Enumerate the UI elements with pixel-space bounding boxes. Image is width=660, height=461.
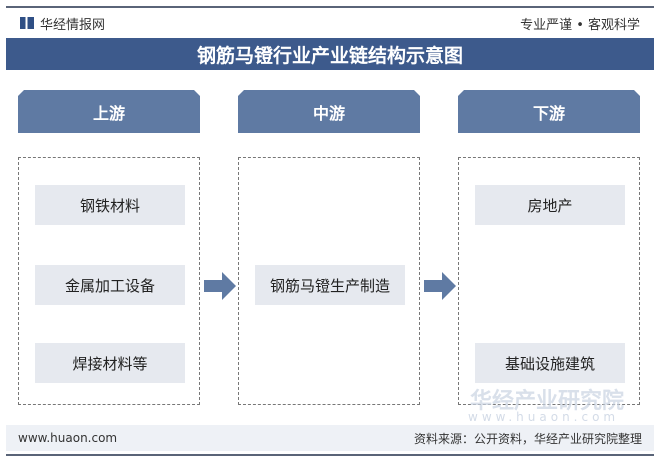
list-item: 基础设施建筑 — [475, 343, 625, 383]
brand: 华经情报网 — [20, 14, 105, 33]
column-header-midstream: 中游 — [238, 90, 420, 133]
list-item: 金属加工设备 — [35, 265, 185, 305]
list-item: 房地产 — [475, 185, 625, 225]
midstream-box: 钢筋马镫生产制造 — [238, 157, 420, 405]
upstream-box: 钢铁材料 金属加工设备 焊接材料等 — [18, 157, 200, 405]
top-divider — [6, 6, 654, 8]
footer-source: 资料来源：公开资料，华经产业研究院整理 — [413, 431, 642, 446]
arrow-right-icon — [424, 272, 456, 300]
footer-website: www.huaon.com — [18, 431, 118, 445]
bottom-divider — [6, 454, 654, 456]
slogan: 专业严谨 • 客观科学 — [520, 17, 640, 33]
downstream-box: 房地产 基础设施建筑 — [458, 157, 640, 405]
column-header-upstream: 上游 — [18, 90, 200, 133]
watermark-url: www.huaon.com — [468, 410, 620, 424]
column-header-downstream: 下游 — [458, 90, 640, 133]
arrow-right-icon — [204, 272, 236, 300]
list-item: 焊接材料等 — [35, 343, 185, 383]
logo-icon — [20, 17, 34, 29]
page-title: 钢筋马镫行业产业链结构示意图 — [6, 38, 654, 70]
list-item: 钢铁材料 — [35, 185, 185, 225]
watermark-name: 华经产业研究院 — [470, 389, 625, 414]
brand-name: 华经情报网 — [40, 17, 106, 33]
list-item: 钢筋马镫生产制造 — [255, 265, 405, 305]
